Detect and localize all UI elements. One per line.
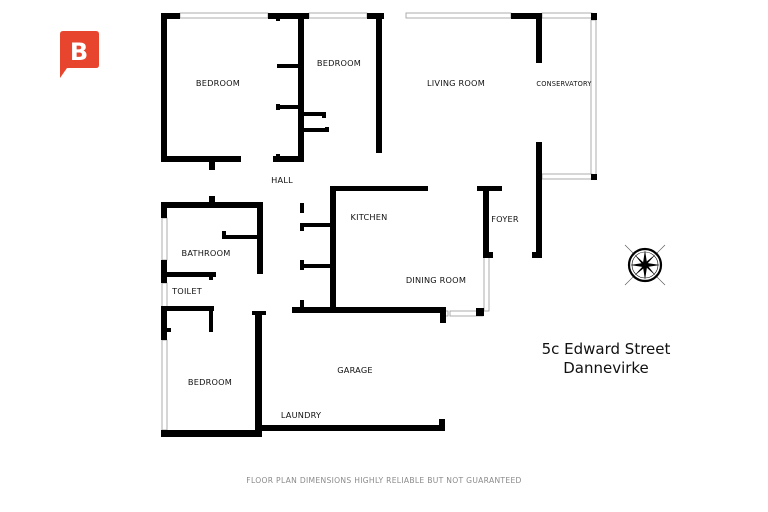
room-label-dining-room: DINING ROOM: [405, 275, 467, 285]
property-address: 5c Edward Street Dannevirke: [542, 340, 671, 378]
room-label-toilet: TOILET: [172, 286, 202, 296]
room-label-conservatory: CONSERVATORY: [536, 80, 592, 88]
address-line-1: 5c Edward Street: [541, 340, 671, 358]
room-label-garage: GARAGE: [337, 365, 373, 375]
compass-rose-icon: [624, 244, 666, 286]
brand-logo-icon: B: [60, 31, 99, 78]
room-label-bedroom-3: BEDROOM: [187, 377, 233, 387]
walls: [161, 13, 597, 437]
room-label-bathroom: BATHROOM: [181, 248, 231, 258]
room-label-living-room: LIVING ROOM: [427, 78, 485, 88]
room-label-foyer: FOYER: [491, 214, 519, 224]
room-label-laundry: LAUNDRY: [280, 410, 322, 420]
room-label-bedroom-2: BEDROOM: [316, 58, 362, 68]
room-label-hall: HALL: [271, 175, 293, 185]
address-line-2: Dannevirke: [563, 359, 649, 377]
svg-text:B: B: [70, 38, 88, 66]
disclaimer-text: FLOOR PLAN DIMENSIONS HIGHLY RELIABLE BU…: [246, 476, 522, 485]
room-label-kitchen: KITCHEN: [350, 212, 388, 222]
room-label-bedroom-1: BEDROOM: [195, 78, 241, 88]
